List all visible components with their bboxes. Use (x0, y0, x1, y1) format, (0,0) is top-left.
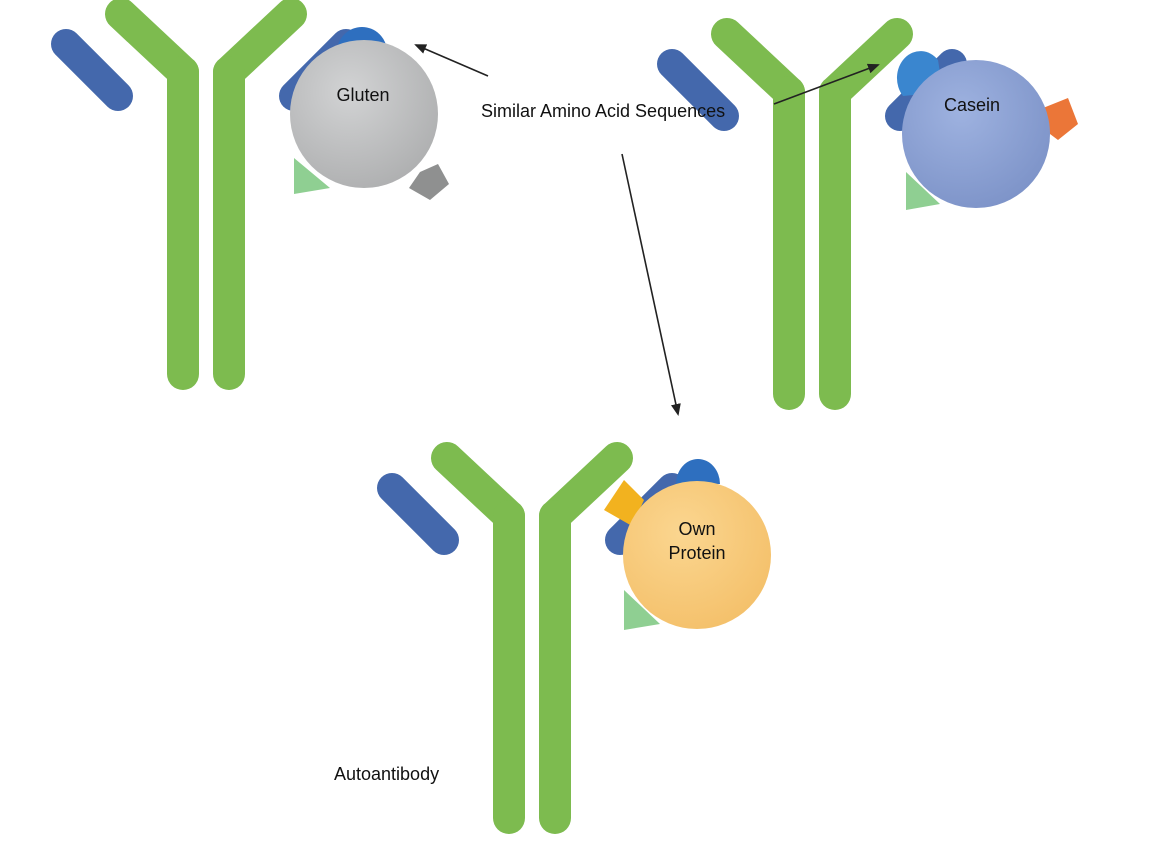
own-protein-label-line1: Own (678, 519, 715, 539)
gluten-binding-site (294, 158, 330, 194)
casein-label: Casein (944, 95, 1000, 115)
casein-tag (1042, 98, 1078, 140)
arrow-to-casein (773, 63, 880, 105)
own-protein-tag (604, 480, 644, 526)
own-protein-label-line2: Protein (668, 543, 725, 563)
caption-similar-sequences: Similar Amino Acid Sequences (481, 101, 725, 121)
casein-binding-site (906, 172, 940, 210)
arrow-to-gluten (414, 44, 489, 77)
gluten-tag (409, 164, 449, 200)
gluten-antibody (66, 14, 346, 374)
casein-antigen (902, 60, 1050, 208)
own-protein-shared-epitope (676, 459, 720, 484)
autoantibody-label: Autoantibody (334, 764, 439, 784)
gluten-label: Gluten (336, 85, 389, 105)
arrow-to-own-protein (621, 153, 681, 416)
gluten-antigen (290, 40, 438, 188)
own-protein-binding-site (624, 590, 660, 630)
own-protein-antigen (623, 481, 771, 629)
